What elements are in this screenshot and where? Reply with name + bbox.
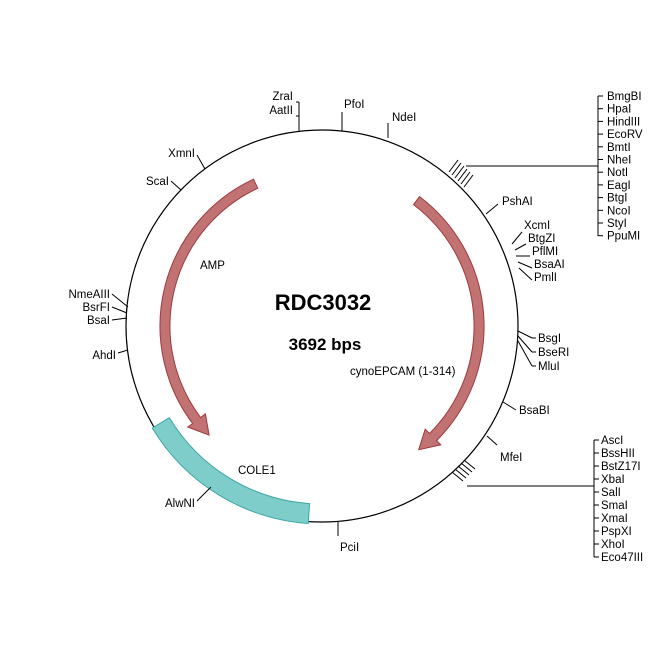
site-label-ndei: NdeI [392, 112, 416, 124]
site-label-xmni: XmnI [168, 148, 195, 160]
mcs-site-label: XhoI [601, 539, 625, 551]
site-label-scai: ScaI [146, 176, 169, 188]
mcs-site-label: NotI [607, 167, 628, 179]
feature-label-cynoepcam: cynoEPCAM (1-314) [350, 366, 456, 378]
mcs-site-label: XbaI [601, 474, 625, 486]
mcs-site-label: HindIII [607, 116, 640, 128]
feature-amp-arrow [159, 178, 259, 436]
site-label-bseri: BseRI [538, 347, 569, 359]
mcs-site-label: StyI [607, 218, 627, 230]
site-label-nmeaiii: NmeAIII [68, 289, 110, 301]
mcs-site-label: SalI [601, 487, 621, 499]
mcs-site-label: BmtI [607, 142, 631, 154]
mcs-site-label: PpuMI [607, 231, 640, 243]
site-label-btgzi: BtgZI [528, 233, 555, 245]
restriction-site-labels: ZraI AatII PfoI NdeI PshAI XcmI BtgZI Pf… [68, 91, 569, 554]
mcs-upper-cluster: BmgBIHpaIHindIIIEcoRVBmtINheINotIEagIBtg… [448, 91, 643, 243]
mcs-site-label: PspXI [601, 526, 632, 538]
mcs-site-label: EagI [607, 180, 631, 192]
site-label-alwni: AlwNI [165, 498, 195, 510]
feature-cynoepcam-arrow [412, 195, 485, 451]
mcs-site-label: SmaI [601, 500, 628, 512]
mcs-site-label: AscI [601, 435, 623, 447]
mcs-site-label: BmgBI [607, 91, 642, 103]
plasmid-name: RDC3032 [275, 290, 372, 315]
site-label-pmli: PmlI [534, 272, 557, 284]
plasmid-size: 3692 bps [289, 335, 362, 354]
mcs-site-label: BtgI [607, 193, 627, 205]
site-label-aatii: AatII [269, 105, 293, 117]
site-label-ahdi: AhdI [92, 350, 116, 362]
site-label-pshai: PshAI [502, 196, 533, 208]
restriction-sites [111, 101, 536, 536]
feature-label-amp: AMP [200, 260, 225, 272]
site-label-zrai: ZraI [273, 91, 293, 103]
site-label-bsrfi: BsrFI [83, 302, 110, 314]
site-label-mlui: MluI [538, 361, 560, 373]
feature-cole1 [151, 417, 311, 525]
site-label-pfoi: PfoI [344, 99, 364, 111]
site-label-mfei: MfeI [500, 452, 522, 464]
feature-label-cole1: COLE1 [238, 465, 276, 477]
site-label-pcii: PciI [340, 542, 359, 554]
mcs-site-label: BstZ17I [601, 461, 641, 473]
site-label-bsai: BsaI [87, 315, 110, 327]
site-label-xcmi: XcmI [524, 220, 550, 232]
mcs-site-label: NcoI [607, 205, 631, 217]
site-label-pflmi: PflMI [532, 246, 558, 258]
mcs-site-label: EcoRV [607, 129, 643, 141]
mcs-site-label: BssHII [601, 448, 635, 460]
site-label-bsaai: BsaAI [534, 259, 565, 271]
mcs-lower-cluster: AscIBssHIIBstZ17IXbaISalISmaIXmaIPspXIXh… [451, 435, 643, 564]
site-label-bsgi: BsgI [538, 333, 561, 345]
plasmid-backbone [125, 129, 519, 523]
mcs-site-label: Eco47III [601, 552, 643, 564]
mcs-site-label: HpaI [607, 104, 631, 116]
site-label-bsabi: BsaBI [519, 405, 550, 417]
mcs-site-label: NheI [607, 155, 631, 167]
mcs-site-label: XmaI [601, 513, 628, 525]
